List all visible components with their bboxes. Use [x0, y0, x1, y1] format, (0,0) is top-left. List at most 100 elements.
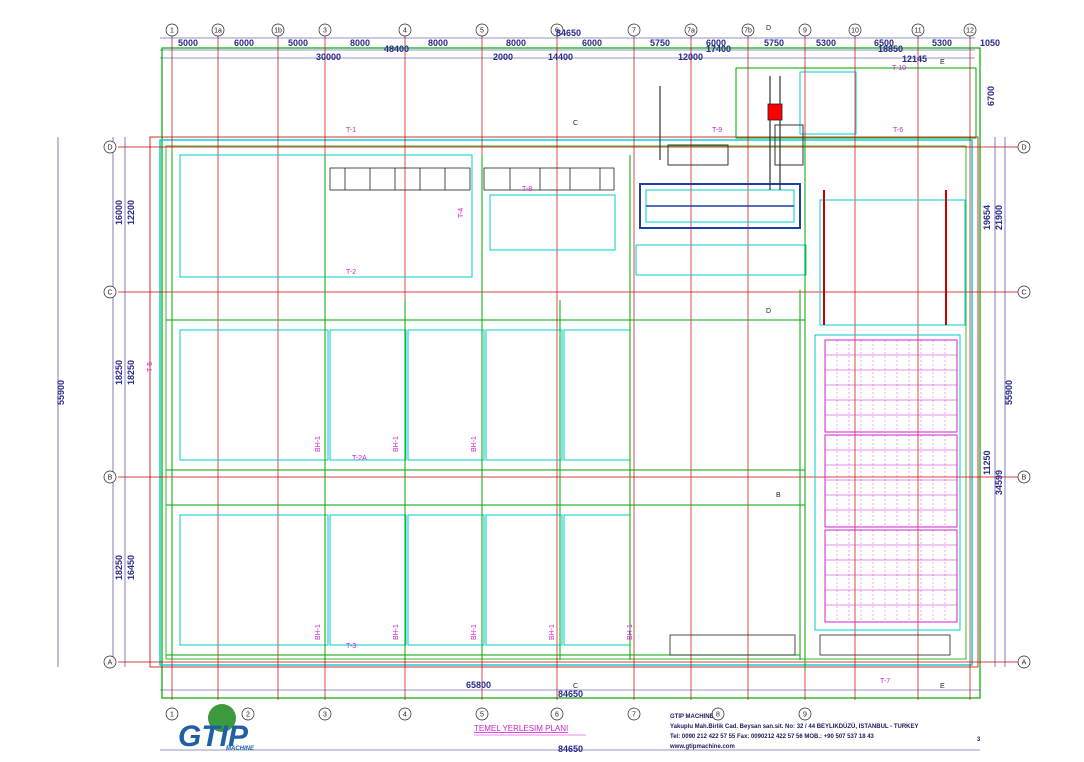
- zone-label: T-10: [892, 65, 906, 72]
- zone-label: T-2: [346, 269, 356, 276]
- svg-text:4: 4: [403, 712, 407, 719]
- svg-text:9: 9: [803, 28, 807, 35]
- grid-bubble-col-1: 1: [165, 23, 179, 37]
- dim-top-row1: 5750: [764, 38, 784, 48]
- svg-text:A: A: [1022, 660, 1027, 667]
- zone-label: T-6: [893, 127, 903, 134]
- zone-label: T-4: [458, 208, 465, 218]
- dim-top-row2: 30000: [316, 52, 341, 62]
- grid-bubble-row-D-left: D: [103, 140, 117, 154]
- dim-left: 18250: [126, 360, 136, 385]
- grid-bubble-bottom-9: 9: [798, 707, 812, 721]
- svg-text:1: 1: [170, 712, 174, 719]
- beam-label: BH-1: [627, 624, 634, 640]
- grid-bubble-row-A-left: A: [103, 655, 117, 669]
- grid-bubble-col-9: 9: [798, 23, 812, 37]
- dim-bottom: 65800: [466, 680, 491, 690]
- grid-bubble-row-D-right: D: [1017, 140, 1031, 154]
- dim-top-row1: 6500: [874, 38, 894, 48]
- svg-text:7b: 7b: [744, 28, 752, 35]
- dim-top-row1: 8000: [428, 38, 448, 48]
- dim-right: 55900: [1004, 380, 1014, 405]
- dim-top-row2: 2000: [493, 52, 513, 62]
- zone-label: T-3: [346, 643, 356, 650]
- grid-bubble-col-7: 7: [627, 23, 641, 37]
- svg-text:B: B: [108, 475, 113, 482]
- section-mark: E: [940, 683, 945, 690]
- dim-top-overall: 48400: [384, 44, 409, 54]
- svg-text:5: 5: [480, 28, 484, 35]
- grid-bubble-bottom-8: 8: [711, 707, 725, 721]
- storage-bins: [824, 339, 958, 623]
- main-machine: [639, 76, 804, 229]
- beam-lines: [166, 140, 806, 670]
- dim-top-row1: 6000: [706, 38, 726, 48]
- section-mark: D: [766, 308, 771, 315]
- beam-label: BH-1: [471, 624, 478, 640]
- slab-inner: [165, 145, 967, 660]
- drawing-title: TEMEL YERLESIM PLANI: [474, 724, 568, 733]
- svg-text:D: D: [1021, 145, 1026, 152]
- section-mark: B: [776, 492, 781, 499]
- dim-right: 34599: [994, 470, 1004, 495]
- grid-bubble-row-C-right: C: [1017, 285, 1031, 299]
- zone-label: T-5: [147, 362, 154, 372]
- dim-left: 16450: [126, 555, 136, 580]
- svg-text:B: B: [1022, 475, 1027, 482]
- svg-text:3: 3: [323, 712, 327, 719]
- grid-bubble-row-C-left: C: [103, 285, 117, 299]
- logo-subtext: MACHINE: [226, 746, 255, 752]
- grid-bubble-col-1b: 1b: [271, 23, 285, 37]
- svg-text:12: 12: [966, 28, 974, 35]
- dim-left: 16000: [114, 200, 124, 225]
- svg-text:7: 7: [632, 712, 636, 719]
- grid-bubble-col-10: 10: [848, 23, 862, 37]
- conveyor-top-left: [329, 167, 615, 191]
- dim-top-row1: 1050: [980, 38, 1000, 48]
- grid-bubble-col-11: 11: [911, 23, 925, 37]
- grid-bubble-col-7a: 7a: [684, 23, 698, 37]
- svg-text:D: D: [107, 145, 112, 152]
- svg-text:A: A: [108, 660, 113, 667]
- beam-label: BH-1: [549, 624, 556, 640]
- zone-label: T-9: [712, 127, 722, 134]
- dim-left: 55900: [56, 380, 66, 405]
- grid-bubble-bottom-1: 1: [165, 707, 179, 721]
- dim-top-row1: 8000: [506, 38, 526, 48]
- dim-top-row1: 5750: [650, 38, 670, 48]
- grid-bubble-bottom-5: 5: [475, 707, 489, 721]
- beam-label: BH-1: [315, 436, 322, 452]
- beam-label: BH-1: [393, 436, 400, 452]
- zone-label: T-8: [522, 186, 532, 193]
- grid-bubble-col-3: 3: [318, 23, 332, 37]
- dim-top-overall: 6700: [986, 86, 996, 106]
- dimension-lines: [57, 37, 1006, 751]
- grid-bubble-col-4: 4: [398, 23, 412, 37]
- svg-text:C: C: [1021, 290, 1026, 297]
- company-name: GTIP MACHINE: [670, 714, 714, 720]
- grid-bubble-row-A-right: A: [1017, 655, 1031, 669]
- conveyor-bottom: [669, 634, 951, 656]
- grid-bubble-col-7b: 7b: [741, 23, 755, 37]
- dim-top-overall: 12145: [902, 54, 927, 64]
- zone-t10-inner: [799, 71, 857, 135]
- slab-outline: [159, 139, 973, 666]
- grid-bubble-row-B-right: B: [1017, 470, 1031, 484]
- dim-top-row2: 12000: [678, 52, 703, 62]
- svg-text:5: 5: [480, 712, 484, 719]
- beam-label: BH-1: [393, 624, 400, 640]
- dim-bottom: 84650: [558, 689, 583, 699]
- dim-top-overall: 84650: [556, 28, 581, 38]
- grid-lines: [118, 36, 1018, 700]
- grid-bubble-row-B-left: B: [103, 470, 117, 484]
- svg-text:7a: 7a: [687, 28, 695, 35]
- building-outline: [149, 136, 979, 668]
- company-logo: GTIP MACHINE: [178, 704, 255, 753]
- dim-top-overall: 18850: [878, 44, 903, 54]
- dim-right: 19654: [982, 205, 992, 230]
- title-block: TEMEL YERLESIM PLANI GTIP MACHINE Yakupl…: [474, 714, 981, 750]
- grid-bubble-col-1a: 1a: [211, 23, 225, 37]
- zone-label: T-7: [880, 678, 890, 685]
- svg-text:3: 3: [323, 28, 327, 35]
- dim-left: 18250: [114, 555, 124, 580]
